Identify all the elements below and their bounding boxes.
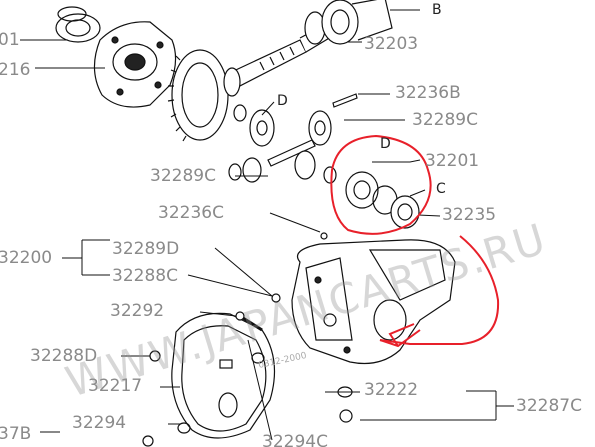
label-c: C bbox=[436, 181, 446, 197]
label-32289d: 32289D bbox=[112, 239, 180, 259]
ring-gear bbox=[167, 49, 229, 142]
label-32236c: 32236C bbox=[158, 203, 224, 223]
label-32235: 32235 bbox=[442, 205, 497, 225]
carrier-housing bbox=[291, 239, 456, 365]
pinion-bearing bbox=[304, 0, 393, 45]
label-37b-cut: 37B bbox=[0, 424, 32, 444]
label-top-left-cut: 01 bbox=[0, 30, 20, 50]
label-32294c: 32294C bbox=[262, 432, 328, 447]
label-32288d: 32288D bbox=[30, 346, 98, 366]
side-bearing-left bbox=[345, 171, 398, 215]
bearing-top-left bbox=[55, 6, 101, 43]
side-gear-left bbox=[249, 109, 275, 147]
label-32292: 32292 bbox=[110, 301, 165, 321]
label-216: 216 bbox=[0, 60, 31, 80]
differential-case bbox=[93, 21, 177, 108]
label-32288c: 32288C bbox=[112, 266, 178, 286]
label-32287c: 32287C bbox=[516, 396, 582, 416]
label-32289c-left: 32289C bbox=[150, 166, 216, 186]
thrust-washers bbox=[228, 93, 358, 184]
red-highlight-annotation bbox=[330, 134, 500, 348]
label-32217: 32217 bbox=[88, 376, 143, 396]
side-bearing-right bbox=[390, 195, 420, 229]
bolts bbox=[142, 232, 353, 447]
leader-lines bbox=[20, 9, 514, 441]
pinion-shaft bbox=[267, 139, 316, 167]
label-32200: 32200 bbox=[0, 248, 53, 268]
side-gear-right bbox=[308, 110, 332, 146]
label-32236b: 32236B bbox=[395, 83, 461, 103]
label-d-top: D bbox=[277, 93, 288, 109]
label-32203: 32203 bbox=[364, 34, 419, 54]
label-32294: 32294 bbox=[72, 413, 127, 433]
label-32222: 32222 bbox=[364, 380, 419, 400]
label-32289c-right: 32289C bbox=[412, 110, 478, 130]
label-32201: 32201 bbox=[425, 151, 480, 171]
label-d-mid: D bbox=[380, 136, 391, 152]
label-b: B bbox=[432, 2, 442, 18]
